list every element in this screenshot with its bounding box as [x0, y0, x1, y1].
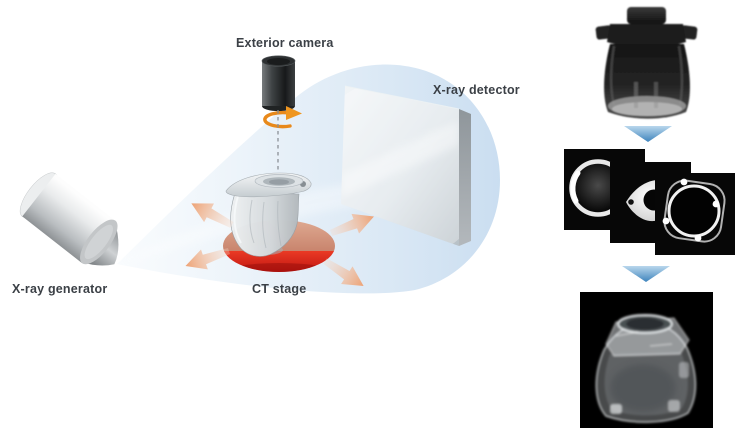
volume-render-part [595, 314, 697, 423]
label-xray-generator: X-ray generator [12, 282, 108, 296]
system-diagram [19, 55, 500, 295]
ct-slice-flange [662, 178, 726, 243]
flow-arrow-down-icon [622, 266, 670, 282]
sample-part [225, 172, 312, 257]
label-xray-detector: X-ray detector [433, 83, 520, 97]
exterior-camera-device [261, 55, 296, 112]
radiograph-image [595, 7, 698, 119]
volume-render-image [580, 292, 713, 428]
label-exterior-camera: Exterior camera [236, 36, 334, 50]
xray-generator-device [19, 172, 119, 266]
flow-arrow-down-icon [624, 126, 672, 142]
ct-slice-image-3 [655, 173, 735, 255]
label-ct-stage: CT stage [252, 282, 307, 296]
rotation-arrow-icon [263, 106, 302, 129]
